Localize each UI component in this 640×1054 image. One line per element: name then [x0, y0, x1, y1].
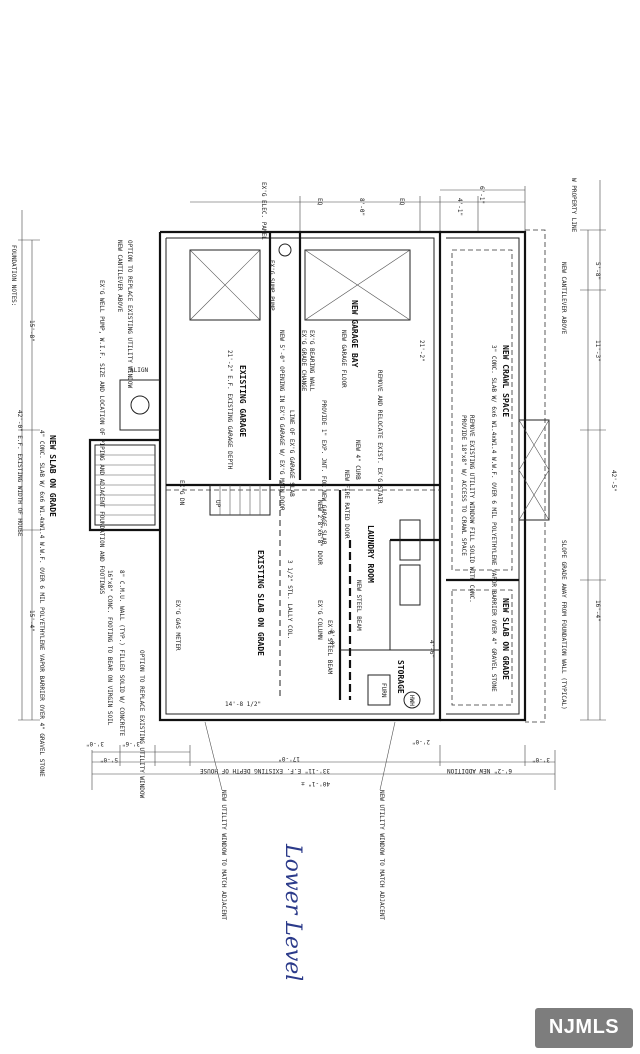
hwh-circle [403, 691, 421, 709]
note-new-opening: NEW 5'-0" OPENING IN EX'G GARAGE W/ EX'G… [278, 330, 285, 511]
note-option-replace-top: OPTION TO REPLACE EXISTING UTILITY WINDO… [126, 240, 133, 388]
dim-16-4: 16'-4" [594, 600, 601, 622]
dim-15-8-left: 15'-8" [28, 320, 35, 342]
room-new-crawl-space: NEW CRAWL SPACE [501, 345, 510, 417]
dim-11-3: 11'-3" [594, 340, 601, 362]
room-existing-slab: EXISTING SLAB ON GRADE [256, 550, 265, 656]
note-crawl-spec: 3" CONC. SLAB W/ 6x6 W1.4xW1.4 W.W.F. OV… [490, 345, 497, 692]
property-line: W PROPERTY LINE [570, 178, 577, 233]
note-provide-vent: PROVIDE 18"x8" W/ ACCESS TO CRAWL SPACE [460, 415, 467, 556]
note-slab-spec-left: 4" CONC. SLAB W/ 6x6 W1.4xW1.4 W.W.F. OV… [38, 430, 45, 777]
note-footing: 16"x8" CONC. FOOTING TO BEAR ON VIRGIN S… [106, 570, 113, 726]
dim-14-8: 14'-8 1/2" [225, 701, 261, 708]
furnace-box [367, 674, 391, 706]
note-align: ALIGN [130, 367, 148, 374]
sump-pump-circle [278, 243, 292, 257]
note-option-replace-bottom: OPTION TO REPLACE EXISTING UTILITY WINDO… [138, 650, 145, 798]
note-new-utility-window-right: NEW UTILITY WINDOW TO MATCH ADJACENT [378, 790, 385, 920]
logo-text: NJMLS [548, 1016, 620, 1038]
new-cantilever-right: NEW CANTILEVER ABOVE [560, 262, 567, 335]
note-new-utility-window-left: NEW UTILITY WINDOW TO MATCH ADJACENT [220, 790, 227, 920]
room-laundry: LAUNDRY ROOM [366, 525, 375, 583]
note-bearing-wall: EX'G BEARING WALL [308, 330, 315, 392]
dim-4-6: 4'-6" [428, 640, 435, 658]
dim-5-8: 5'-8" [594, 262, 601, 280]
note-ex-dn: EX'G DN [178, 480, 185, 506]
note-existing-garage-depth: 21'-2" E.F. EXISTING GARAGE DEPTH [226, 350, 233, 470]
note-remove-relocate: REMOVE AND RELOCATE EXIST. EX'G STAIR [376, 370, 383, 504]
left-dimensions: 42'-0" E.F. EXISTING WIDTH OF HOUSE 15'-… [16, 210, 40, 721]
note-garage-floor: NEW GARAGE FLOOR [340, 330, 347, 388]
dim-3-6: 3'-6" [122, 740, 140, 747]
dim-eq-a: EQ [316, 198, 323, 206]
dim-21-2: 21'-2" [418, 340, 425, 362]
note-elec-panel: EX'G ELEC. PANEL [260, 182, 267, 240]
note-new-cantilever: NEW CANTILEVER ABOVE [116, 240, 123, 313]
note-remove-existing: REMOVE EXISTING UTILITY WINDOW FILL SOLI… [468, 415, 475, 603]
note-steel-beam: EX'G STEEL BEAM [326, 620, 333, 675]
garage-doors [189, 249, 411, 321]
note-furn: FURN [380, 683, 387, 698]
dim-42-5: 42'-5" [610, 470, 617, 492]
dim-2-0: 2'-0" [412, 738, 430, 745]
note-new-door: NEW 2'8"x6'8" DOOR [316, 500, 323, 565]
lower-level-text: Lower Level [280, 843, 305, 980]
note-grade-change: EX'G GRADE CHANGE [300, 330, 307, 392]
top-dimensions: EQ 8'-0" EQ 6'-1" 4'-1" [190, 186, 526, 232]
note-new-fire-door: NEW FIRE RATED DOOR [343, 470, 350, 539]
note-hwh: HWH [408, 695, 415, 706]
note-new-curb: NEW 4" CURB [354, 440, 361, 480]
washer-box [399, 519, 421, 561]
dim-eq-b: EQ [398, 198, 405, 206]
dim-existing-depth: 33'-11" E.F. EXISTING DEPTH OF HOUSE [200, 767, 330, 774]
dim-new-addition: 6'-2" NEW ADDITION [447, 767, 512, 774]
dryer-box [399, 564, 421, 606]
dim-total-depth: 40'-1" ± [301, 780, 330, 787]
room-existing-garage: EXISTING GARAGE [238, 365, 247, 437]
room-new-slab-right: NEW SLAB ON GRADE [501, 598, 510, 680]
note-sump-pump: EX'G SUMP PUMP [268, 260, 275, 311]
room-storage: STORAGE [396, 660, 405, 694]
dim-8-0: 8'-0" [328, 630, 335, 648]
njmls-logo: NJMLS [535, 1008, 633, 1048]
dim-17-0: 17'-0" [278, 755, 300, 762]
note-well-pump: EX'G WELL PUMP, W.I.F. SIZE AND LOCATION… [98, 280, 105, 595]
handwritten-label: Lower Level [280, 843, 305, 980]
room-new-slab-left: NEW SLAB ON GRADE [48, 435, 57, 517]
note-line-garage: LINE OF EX'G GARAGE SLAB [288, 410, 295, 497]
dim-6-1: 6'-1" [478, 186, 485, 204]
building-walls [88, 229, 550, 723]
well-pump-circle [130, 395, 150, 415]
dim-4-1: 4'-1" [456, 198, 463, 216]
dim-5-0: 5'-0" [100, 756, 118, 763]
slope-grade-note: SLOPE GRADE AWAY FROM FOUNDATION WALL (T… [560, 540, 567, 710]
dim-3-0-a: 3'-0" [86, 740, 104, 747]
right-dimensions: 42'-5" 5'-8" 11'-3" 16'-4" W PROPERTY LI… [560, 178, 617, 721]
note-gas-meter: EX'G GAS METER [174, 600, 181, 651]
note-ex-column: EX'G COLUMN [316, 600, 323, 640]
left-slab-hatch [94, 444, 156, 526]
room-new-garage-bay: NEW GARAGE BAY [350, 300, 359, 368]
note-steel-column: 3 1/2" STL. LALLY COL. [286, 560, 293, 639]
note-new-steel-beam: NEW STEEL BEAM [355, 580, 362, 631]
dim-15-4-left: 15'-4" [28, 610, 35, 632]
note-provide-drain: PROVIDE 1" EXP. JNT. FOR NEW GARAGE SLAB [320, 400, 327, 545]
dim-8-0-top: 8'-0" [358, 198, 365, 216]
dim-3-0-b: 3'-0" [532, 756, 550, 763]
dim-existing-width: 42'-0" E.F. EXISTING WIDTH OF HOUSE [16, 410, 23, 537]
bottom-dimensions: 3'-0" 3'-6" 5'-0" 33'-11" E.F. EXISTING … [86, 740, 556, 790]
note-cmu-wall: 8" C.M.U. WALL (TYP.) FILLED SOLID W/ CO… [118, 570, 125, 737]
foundation-notes-label: FOUNDATION NOTES: [10, 245, 17, 306]
note-stairs-up: UP [214, 500, 221, 508]
